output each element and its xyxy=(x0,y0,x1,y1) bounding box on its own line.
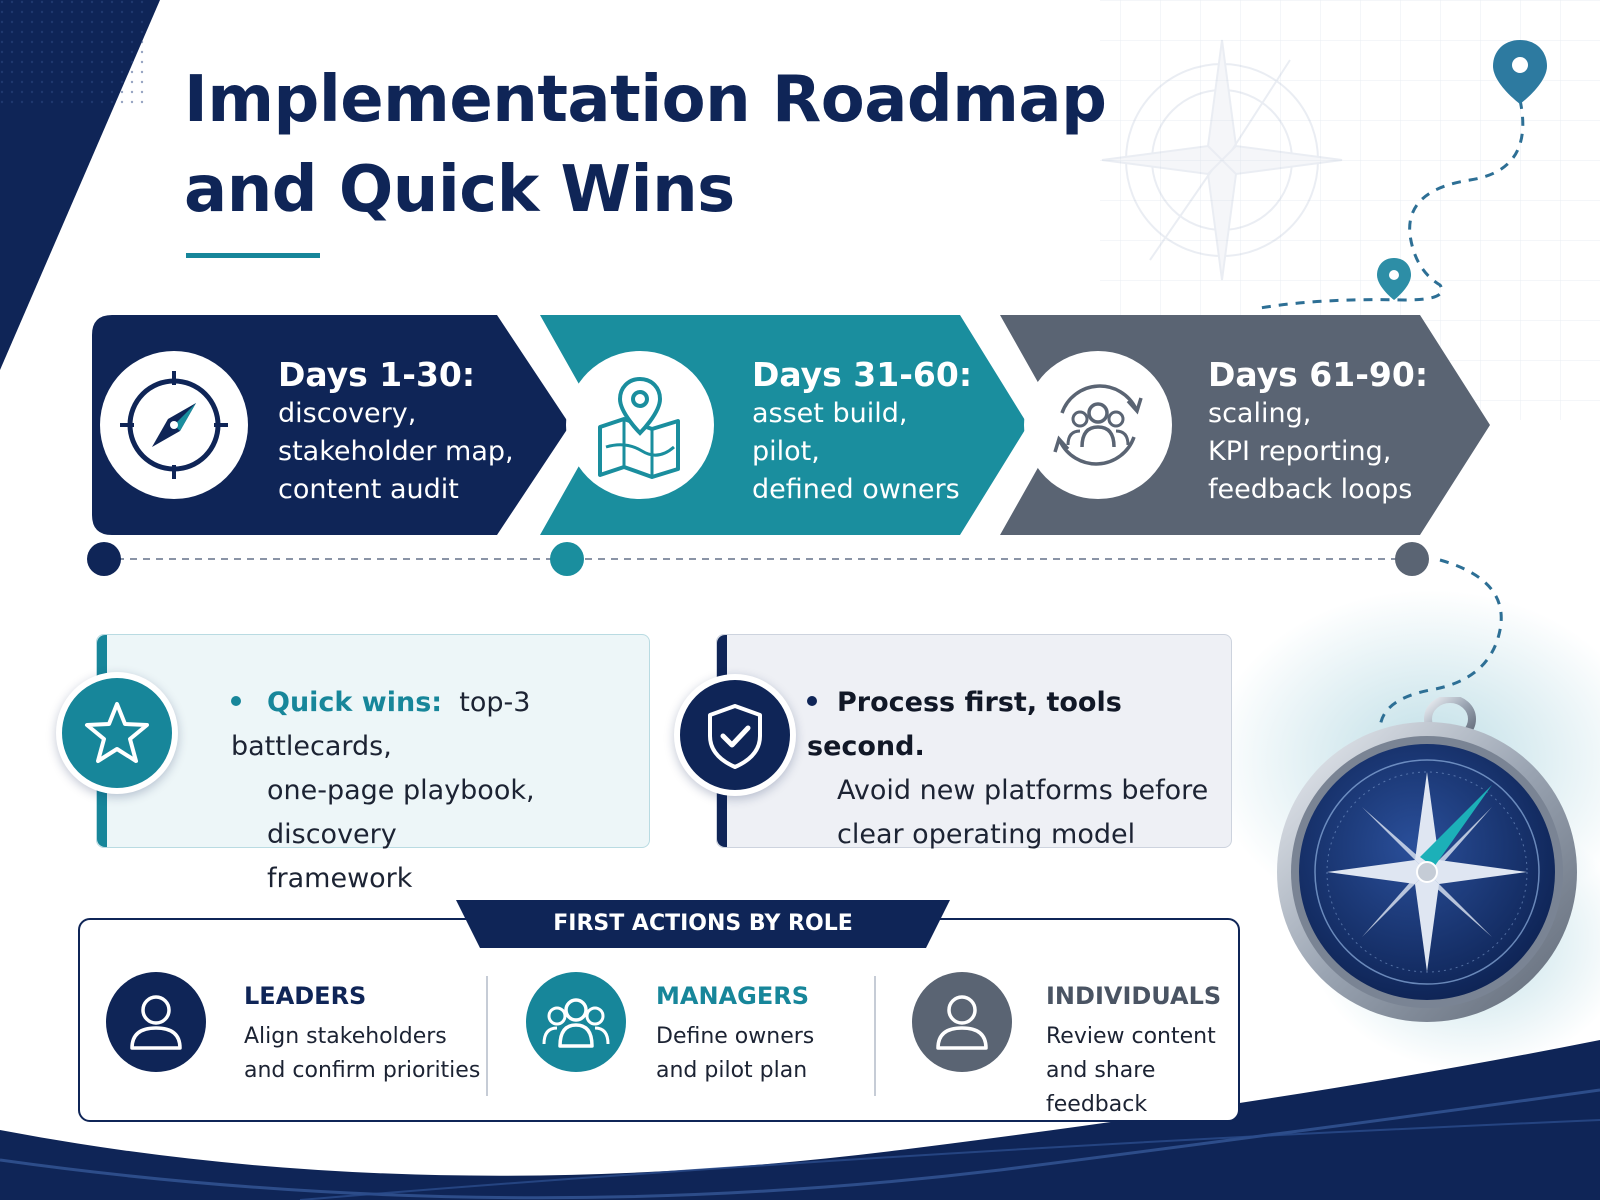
quick-wins-badge xyxy=(56,672,178,794)
map-pin-icon xyxy=(1493,40,1547,104)
individuals-avatar xyxy=(912,972,1012,1072)
process-first-badge xyxy=(674,674,796,796)
page-title: Implementation Roadmap and Quick Wins xyxy=(184,55,1184,235)
compass-icon xyxy=(120,371,228,479)
phase-days-61-90: Days 61-90: scaling, KPI reporting, feed… xyxy=(1000,315,1492,535)
process-first-text: Process first, tools second. Avoid new p… xyxy=(807,681,1231,857)
role-desc-line: Define owners xyxy=(656,1024,815,1049)
role-name-individuals: INDIVIDUALS xyxy=(1046,982,1222,1010)
timeline-node xyxy=(87,542,121,576)
compass-illustration xyxy=(1277,697,1577,1022)
phase-icon-badge xyxy=(100,351,248,499)
title-line-1: Implementation Roadmap xyxy=(184,63,1107,137)
process-first-card: Process first, tools second. Avoid new p… xyxy=(716,634,1232,850)
phase-line: defined owners xyxy=(752,474,960,505)
role-divider xyxy=(874,976,876,1096)
quick-wins-lead: Quick wins: xyxy=(267,687,443,718)
process-first-line-2: Avoid new platforms before xyxy=(837,775,1209,806)
first-actions-panel: LEADERS Align stakeholders and confirm p… xyxy=(78,918,1240,1122)
phase-text: Days 61-90: scaling, KPI reporting, feed… xyxy=(1208,355,1428,509)
timeline-node xyxy=(550,542,584,576)
roles-header-tab: FIRST ACTIONS BY ROLE xyxy=(456,900,950,948)
phase-text: Days 31-60: asset build, pilot, defined … xyxy=(752,355,972,509)
process-first-line-3: clear operating model xyxy=(837,819,1136,850)
role-desc-line: and confirm priorities xyxy=(244,1058,481,1083)
phase-line: content audit xyxy=(278,474,459,505)
managers-avatar xyxy=(526,972,626,1072)
phase-title: Days 31-60: xyxy=(752,355,973,394)
star-icon xyxy=(85,702,149,763)
role-name-leaders: LEADERS xyxy=(244,982,367,1010)
shield-check-icon xyxy=(708,704,762,769)
roles-header-label: FIRST ACTIONS BY ROLE xyxy=(553,911,853,936)
role-desc-leaders: Align stakeholders and confirm prioritie… xyxy=(244,1020,480,1088)
phase-icon-badge xyxy=(566,351,714,499)
phase-title: Days 1-30: xyxy=(278,355,476,394)
phase-icon-badge xyxy=(1024,351,1172,499)
roles-header-shape xyxy=(456,900,950,948)
phase-text: Days 1-30: discovery, stakeholder map, c… xyxy=(278,355,514,509)
leaders-avatar xyxy=(106,972,206,1072)
phase-line: KPI reporting, xyxy=(1208,436,1392,467)
timeline-node xyxy=(1395,542,1429,576)
process-first-lead: Process first, tools second. xyxy=(807,687,1122,762)
phase-line: pilot, xyxy=(752,436,820,467)
quick-wins-line-1: top-3 battlecards, xyxy=(231,687,531,762)
phase-line: feedback loops xyxy=(1208,474,1413,505)
phase-days-31-60: Days 31-60: asset build, pilot, defined … xyxy=(540,315,1030,535)
bullet-dot xyxy=(231,695,241,706)
role-desc-line: and pilot plan xyxy=(656,1058,808,1083)
role-desc-line: Align stakeholders xyxy=(244,1024,447,1049)
bullet-dot xyxy=(807,695,817,706)
role-desc-managers: Define owners and pilot plan xyxy=(656,1020,814,1088)
quick-wins-card: Quick wins: top-3 battlecards, one-page … xyxy=(96,634,650,894)
phase-line: stakeholder map, xyxy=(278,436,514,467)
team-cycle-icon xyxy=(1053,384,1143,466)
phase-line: asset build, xyxy=(752,398,908,429)
quick-wins-line-2: one-page playbook, discovery xyxy=(267,775,535,850)
phase-title: Days 61-90: xyxy=(1208,355,1429,394)
phase-line: scaling, xyxy=(1208,398,1312,429)
map-pin-icon xyxy=(598,376,680,479)
role-desc-line: Review content xyxy=(1046,1024,1216,1049)
title-line-2: and Quick Wins xyxy=(184,153,735,227)
timeline xyxy=(87,542,1429,576)
person-icon xyxy=(130,995,182,1050)
person-icon xyxy=(936,995,988,1050)
role-desc-individuals: Review content and share feedback xyxy=(1046,1020,1238,1122)
quick-wins-line-3: framework xyxy=(267,863,413,894)
title-underline xyxy=(186,253,320,258)
role-divider xyxy=(486,976,488,1096)
quick-wins-text: Quick wins: top-3 battlecards, one-page … xyxy=(231,681,649,901)
phase-days-1-30: Days 1-30: discovery, stakeholder map, c… xyxy=(92,315,574,535)
role-name-managers: MANAGERS xyxy=(656,982,809,1010)
phase-line: discovery, xyxy=(278,398,417,429)
group-icon xyxy=(542,998,610,1048)
role-desc-line: and share feedback xyxy=(1046,1058,1156,1117)
